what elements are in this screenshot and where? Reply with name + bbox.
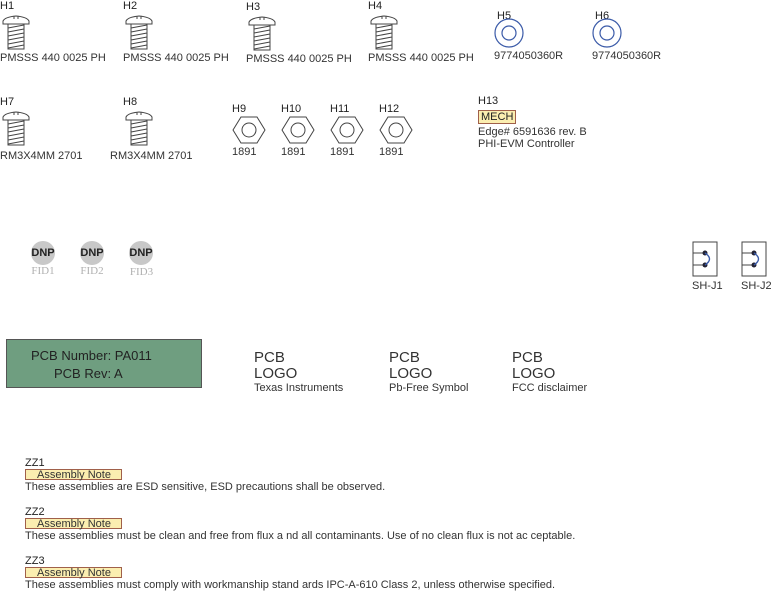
standoff-h6[interactable]: H6 9774050360R xyxy=(592,10,661,62)
logo-label: FCC disclaimer xyxy=(512,382,588,394)
part-number: PMSSS 440 0025 PH xyxy=(123,52,229,64)
dnp-badge: DNP xyxy=(129,241,153,265)
ref-designator: ZZ2 xyxy=(25,506,45,518)
logo-line2: LOGO xyxy=(512,365,556,382)
ref-designator: H10 xyxy=(281,103,302,115)
part-number: 9774050360R xyxy=(592,50,662,62)
ref-designator: SH-J1 xyxy=(692,280,723,292)
assembly-note-text: These assemblies must be clean and free … xyxy=(25,530,576,542)
assembly-note-tag: Assembly Note xyxy=(25,518,122,530)
ref-designator: FID1 xyxy=(31,265,55,277)
ref-designator: H4 xyxy=(368,0,383,12)
part-number: RM3X4MM 2701 xyxy=(0,150,83,162)
logo-line1: PCB xyxy=(389,349,420,366)
shunt-jumper-icon xyxy=(692,241,718,277)
pcb-number: PCB Number: PA011 xyxy=(31,348,152,363)
screw-h2[interactable]: H2 PMSSS 440 0025 PH xyxy=(123,0,229,64)
standoff-ring-icon xyxy=(494,18,524,48)
ref-designator: H8 xyxy=(123,96,138,108)
assembly-note-tag: Assembly Note xyxy=(25,469,122,481)
part-number: 1891 xyxy=(379,146,404,158)
logo-label: Pb-Free Symbol xyxy=(389,382,469,394)
screw-h4[interactable]: H4 PMSSS 440 0025 PH xyxy=(368,0,474,64)
shunt-sh-j1[interactable]: SH-J1 xyxy=(692,241,723,292)
screw-h1[interactable]: H1 PMSSS 440 0025 PH xyxy=(0,0,106,64)
ref-designator: H11 xyxy=(330,103,350,115)
ref-designator: SH-J2 xyxy=(741,280,771,292)
pcb-logo-ti[interactable]: PCB LOGO Texas Instruments xyxy=(254,349,344,395)
ref-designator: H13 xyxy=(478,95,499,107)
screw-icon xyxy=(2,111,30,146)
screw-h8[interactable]: H8 RM3X4MM 2701 xyxy=(110,96,193,162)
nut-h9[interactable]: H9 1891 xyxy=(232,103,268,158)
ref-designator: ZZ1 xyxy=(25,457,45,469)
part-number: 9774050360R xyxy=(494,50,564,62)
logo-line2: LOGO xyxy=(389,365,433,382)
nut-h11[interactable]: H11 1891 xyxy=(330,103,366,158)
ref-designator: H3 xyxy=(246,1,261,13)
ref-designator: ZZ3 xyxy=(25,555,45,567)
fiducial-fid3[interactable]: DNP FID3 xyxy=(129,241,155,278)
pcb-logo-pb-free[interactable]: PCB LOGO Pb-Free Symbol xyxy=(389,349,469,395)
assembly-note-text: These assemblies must comply with workma… xyxy=(25,579,556,591)
screw-h3[interactable]: H3 PMSSS 440 0025 PH xyxy=(246,0,352,65)
mech-edge-number: Edge# 6591636 rev. B xyxy=(478,126,587,138)
mech-h13[interactable]: H13 MECH Edge# 6591636 rev. B PHI-EVM Co… xyxy=(478,95,587,150)
ref-designator: H1 xyxy=(0,0,15,12)
pcb-logo-fcc[interactable]: PCB LOGO FCC disclaimer xyxy=(512,349,588,395)
hex-nut-icon xyxy=(281,116,315,144)
assembly-note-zz2[interactable]: ZZ2 Assembly Note These assemblies must … xyxy=(25,506,575,542)
dnp-badge: DNP xyxy=(80,241,104,265)
hex-nut-icon xyxy=(232,116,266,144)
ref-designator: H12 xyxy=(379,103,400,115)
part-number: 1891 xyxy=(232,146,257,158)
screw-icon xyxy=(2,15,30,50)
part-number: 1891 xyxy=(281,146,306,158)
assembly-note-zz1[interactable]: ZZ1 Assembly Note These assemblies are E… xyxy=(25,457,385,493)
assembly-note-text: These assemblies are ESD sensitive, ESD … xyxy=(25,481,386,493)
logo-line2: LOGO xyxy=(254,365,298,382)
nut-h12[interactable]: H12 1891 xyxy=(379,103,415,158)
ref-designator: H2 xyxy=(123,0,138,12)
standoff-h5[interactable]: H5 9774050360R xyxy=(494,10,563,62)
hex-nut-icon xyxy=(330,116,364,144)
screw-icon xyxy=(370,15,398,50)
screw-h7[interactable]: H7 RM3X4MM 2701 xyxy=(0,96,83,162)
mech-description: PHI-EVM Controller xyxy=(478,138,575,150)
shunt-jumper-icon xyxy=(741,241,767,277)
ref-designator: FID3 xyxy=(129,266,154,278)
ref-designator: H7 xyxy=(0,96,15,108)
ref-designator: FID2 xyxy=(80,265,104,277)
fiducial-fid2[interactable]: DNP FID2 xyxy=(80,241,106,277)
pcb-info-box: PCB Number: PA011 PCB Rev: A xyxy=(6,339,202,388)
assembly-note-zz3[interactable]: ZZ3 Assembly Note These assemblies must … xyxy=(25,555,555,591)
fiducial-fid1[interactable]: DNP FID1 xyxy=(31,241,57,277)
part-number: PMSSS 440 0025 PH xyxy=(0,52,106,64)
logo-line1: PCB xyxy=(254,349,285,366)
part-number: RM3X4MM 2701 xyxy=(110,150,193,162)
part-number: 1891 xyxy=(330,146,355,158)
logo-label: Texas Instruments xyxy=(254,382,344,394)
hex-nut-icon xyxy=(379,116,413,144)
screw-icon xyxy=(248,16,276,51)
shunt-sh-j2[interactable]: SH-J2 xyxy=(741,241,771,292)
ref-designator: H9 xyxy=(232,103,247,115)
dnp-badge: DNP xyxy=(31,241,55,265)
standoff-ring-icon xyxy=(592,18,622,48)
screw-icon xyxy=(125,15,153,50)
nut-h10[interactable]: H10 1891 xyxy=(281,103,317,158)
logo-line1: PCB xyxy=(512,349,543,366)
assembly-note-tag: Assembly Note xyxy=(25,567,122,579)
part-number: PMSSS 440 0025 PH xyxy=(246,53,352,65)
screw-icon xyxy=(125,111,153,146)
mech-tag: MECH xyxy=(478,110,517,124)
part-number: PMSSS 440 0025 PH xyxy=(368,52,474,64)
pcb-rev: PCB Rev: A xyxy=(54,366,123,381)
